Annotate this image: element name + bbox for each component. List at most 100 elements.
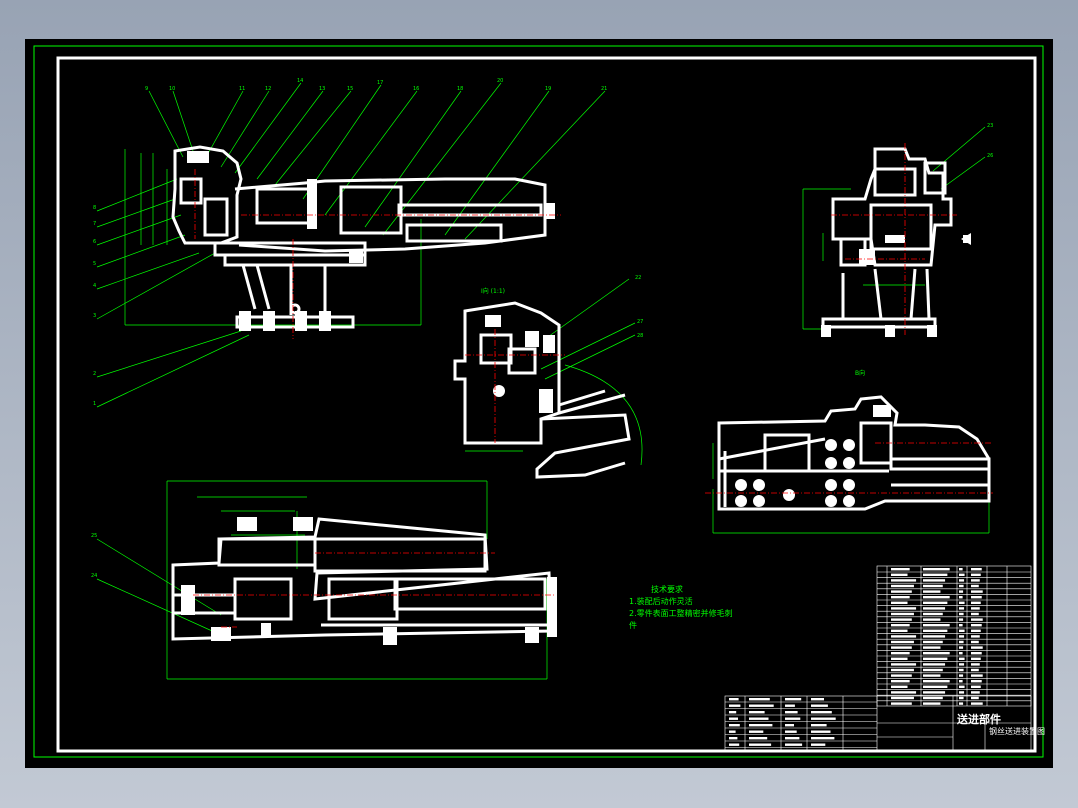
- title-block-entry-mark: [811, 698, 824, 701]
- parts-list-entry-mark: [971, 635, 980, 638]
- svg-text:19: 19: [545, 86, 551, 92]
- parts-list-entry-mark: [923, 584, 943, 588]
- parts-list-entry-mark: [971, 596, 982, 599]
- parts-list-entry-mark: [959, 691, 965, 694]
- parts-list-entry-mark: [959, 640, 964, 644]
- drawing-subtitle: 钢丝送进装置图: [989, 727, 1045, 736]
- parts-list-entry-mark: [959, 702, 964, 705]
- title-block-entry-mark: [729, 704, 741, 707]
- title-block-entry-mark: [749, 704, 774, 707]
- parts-list-entry-mark: [891, 702, 912, 705]
- svg-text:14: 14: [297, 78, 303, 84]
- parts-list-entry-mark: [923, 573, 948, 576]
- parts-list-entry-mark: [923, 668, 943, 672]
- svg-text:24: 24: [91, 573, 97, 579]
- parts-list-entry-mark: [891, 691, 917, 694]
- title-block-entry-mark: [811, 717, 836, 720]
- title-block-entry-mark: [785, 730, 797, 733]
- parts-list-entry-mark: [923, 590, 941, 593]
- svg-text:3: 3: [93, 313, 96, 319]
- parts-list-entry-mark: [891, 568, 910, 571]
- title-block-entry-mark: [785, 743, 803, 746]
- svg-text:1: 1: [93, 401, 96, 407]
- svg-text:2: 2: [93, 371, 96, 377]
- title-block-entry-mark: [811, 711, 832, 714]
- parts-list-entry-mark: [971, 663, 980, 666]
- parts-list-entry-mark: [923, 680, 950, 683]
- parts-list-entry-mark: [959, 601, 965, 604]
- parts-list-entry-mark: [971, 601, 981, 604]
- technical-notes-title: 技术要求: [651, 585, 683, 594]
- svg-text:12: 12: [265, 86, 271, 92]
- parts-list-entry-mark: [971, 668, 979, 672]
- parts-list-entry-mark: [891, 635, 917, 638]
- svg-text:21: 21: [601, 86, 607, 92]
- svg-text:17: 17: [377, 80, 383, 86]
- title-block-entry-mark: [811, 743, 826, 746]
- parts-list-entry-mark: [971, 657, 981, 660]
- title-block-entry-mark: [729, 737, 738, 740]
- title-block-entry-mark: [729, 730, 736, 733]
- svg-text:20: 20: [497, 78, 503, 84]
- parts-list-entry-mark: [971, 618, 983, 621]
- technical-note-2: 2.零件表面工整精密并修毛刺: [629, 609, 733, 618]
- title-block-entry-mark: [749, 698, 770, 701]
- svg-text:5: 5: [93, 261, 96, 267]
- parts-list-entry-mark: [891, 607, 917, 610]
- drawing-title: 送进部件: [957, 713, 1001, 726]
- svg-text:23: 23: [987, 123, 993, 129]
- svg-text:7: 7: [93, 221, 96, 227]
- parts-list-entry-mark: [959, 590, 964, 593]
- parts-list-entry-mark: [971, 691, 980, 694]
- parts-list-entry-mark: [971, 612, 979, 616]
- title-block-entry-mark: [749, 717, 769, 720]
- b-view: B向: [705, 369, 993, 534]
- parts-list-entry-mark: [959, 579, 965, 582]
- parts-list-entry-mark: [971, 646, 983, 649]
- svg-text:8: 8: [93, 205, 96, 211]
- parts-list-entry-mark: [923, 568, 950, 571]
- title-block-entry-mark: [785, 704, 795, 707]
- parts-list-entry-mark: [923, 579, 946, 582]
- svg-text:22: 22: [635, 275, 641, 281]
- parts-list-entry-mark: [923, 674, 941, 677]
- parts-list-entry-mark: [891, 696, 914, 700]
- parts-list-entry-mark: [923, 601, 948, 604]
- parts-list-entry-mark: [959, 573, 965, 576]
- title-block-entry-mark: [785, 698, 802, 701]
- title-block-entry-mark: [811, 724, 827, 727]
- parts-list-entry-mark: [891, 685, 908, 688]
- parts-list-entry-mark: [923, 629, 948, 632]
- inner-frame: [56, 56, 1037, 753]
- parts-list-entry-mark: [923, 696, 943, 700]
- parts-list-entry-mark: [959, 657, 965, 660]
- parts-list-entry-mark: [891, 646, 912, 649]
- title-block-entry-mark: [749, 737, 768, 740]
- title-block: [724, 695, 1032, 751]
- parts-list-entry-mark: [959, 624, 963, 627]
- parts-list-entry-mark: [971, 568, 982, 571]
- parts-list-entry-mark: [891, 584, 914, 588]
- parts-list-entry-mark: [971, 590, 983, 593]
- parts-list-entry-mark: [959, 596, 963, 599]
- title-block-entry-mark: [749, 743, 772, 746]
- parts-list-entry-mark: [971, 685, 981, 688]
- parts-list-entry-mark: [971, 640, 979, 644]
- parts-list-entry-mark: [959, 635, 965, 638]
- parts-list-entry-mark: [959, 674, 964, 677]
- parts-list-entry-mark: [959, 612, 964, 616]
- title-block-entry-mark: [785, 717, 801, 720]
- parts-list-entry-mark: [959, 584, 964, 588]
- parts-list-entry-mark: [971, 696, 979, 700]
- parts-list-entry-mark: [959, 568, 963, 571]
- parts-list-entry-mark: [959, 685, 965, 688]
- parts-list-entry-mark: [891, 663, 917, 666]
- parts-list-entry-mark: [923, 612, 943, 616]
- title-block-entry-mark: [749, 730, 764, 733]
- svg-text:10: 10: [169, 86, 175, 92]
